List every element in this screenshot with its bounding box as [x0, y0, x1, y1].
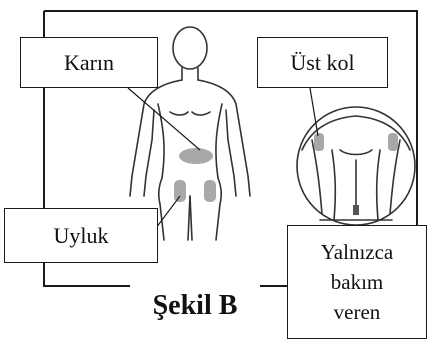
left-upper-arm-injection-site	[314, 133, 324, 151]
caregiver-line-1: Yalnızca	[321, 237, 394, 267]
thigh-label-text: Uyluk	[54, 223, 109, 249]
abdomen-label: Karın	[20, 37, 158, 88]
figure-caption: Şekil B	[130, 290, 260, 322]
caregiver-line-3: veren	[334, 297, 381, 327]
back-marker	[353, 205, 359, 215]
abdomen-injection-site	[179, 148, 213, 164]
upper-arm-label-text: Üst kol	[290, 50, 354, 76]
thigh-label: Uyluk	[4, 208, 158, 263]
left-thigh-injection-site	[174, 180, 186, 202]
caregiver-only-label: Yalnızca bakım veren	[287, 225, 427, 339]
abdomen-label-text: Karın	[64, 50, 114, 76]
caregiver-line-2: bakım	[331, 267, 384, 297]
right-thigh-injection-site	[204, 180, 216, 202]
upper-arm-label: Üst kol	[257, 37, 388, 88]
right-upper-arm-injection-site	[388, 133, 398, 151]
